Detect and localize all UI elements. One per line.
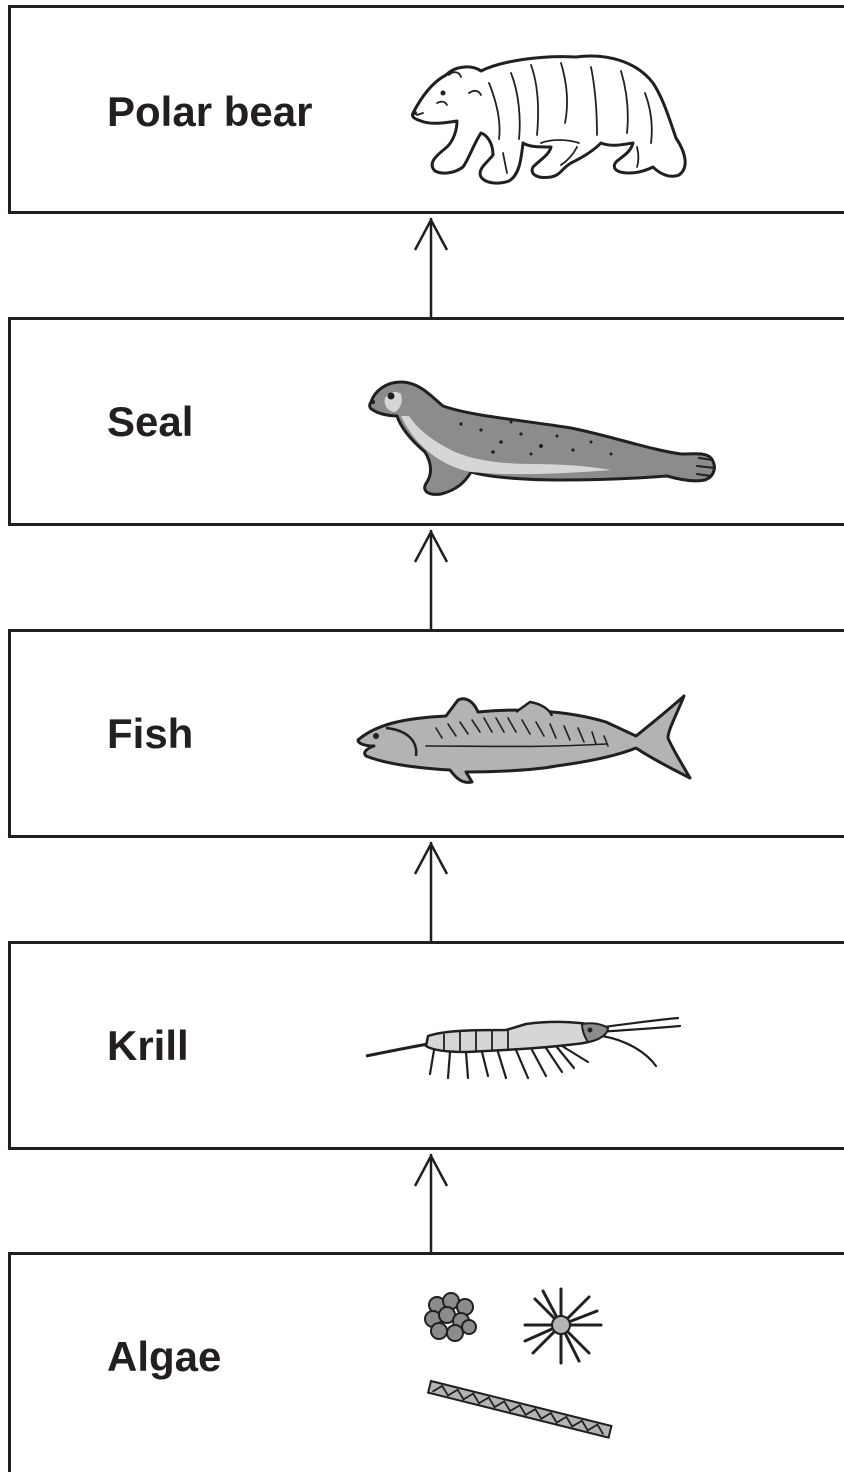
food-chain-level-krill: Krill <box>8 941 844 1150</box>
fish-icon <box>346 682 696 792</box>
food-chain-level-fish: Fish <box>8 629 844 838</box>
algae-icon <box>411 1283 631 1443</box>
level-label: Polar bear <box>107 88 312 136</box>
level-label: Seal <box>107 398 193 446</box>
food-chain-level-algae: Algae <box>8 1252 844 1472</box>
arrow-up-icon <box>411 526 451 630</box>
arrow-up-icon <box>411 214 451 318</box>
arrow-up-icon <box>411 1150 451 1254</box>
krill-icon <box>356 1006 686 1096</box>
level-label: Krill <box>107 1022 189 1070</box>
seal-icon <box>361 350 721 500</box>
level-label: Fish <box>107 710 193 758</box>
level-label: Algae <box>107 1333 221 1381</box>
food-chain-level-polar-bear: Polar bear <box>8 5 844 214</box>
arrow-up-icon <box>411 838 451 942</box>
food-chain-level-seal: Seal <box>8 317 844 526</box>
polar-bear-icon <box>401 43 701 193</box>
